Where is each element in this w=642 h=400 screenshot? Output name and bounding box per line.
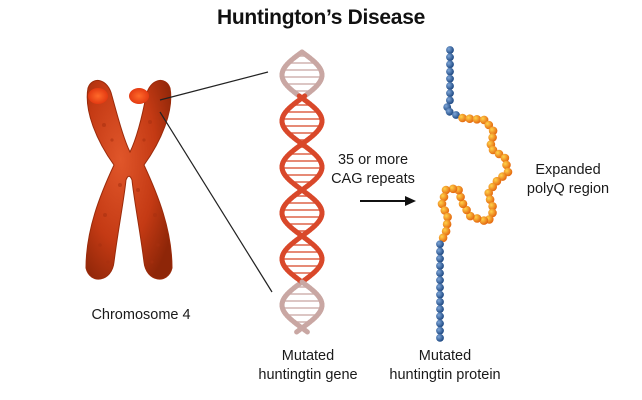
protein-bead [436, 283, 444, 292]
polyq-bead [502, 160, 511, 170]
polyq-bead [472, 115, 482, 124]
dna-strand-a [302, 327, 310, 335]
polyq-bead [485, 195, 495, 204]
chromosome-tip-left [88, 88, 108, 104]
protein-bead [436, 298, 444, 306]
diagram-title: Huntington’s Disease [217, 6, 425, 29]
protein-bead [436, 290, 444, 299]
protein-bead [436, 326, 444, 335]
polyq-bead [500, 153, 510, 163]
chromosome-texture [98, 120, 160, 264]
dna-double-helix [279, 49, 325, 335]
polyq-bead [488, 202, 497, 211]
polyq-bead [443, 212, 452, 222]
zoom-line-bottom [159, 111, 273, 293]
polyq-bead [438, 233, 448, 243]
protein-bead [436, 305, 444, 313]
polyq-bead [441, 227, 451, 236]
protein-bead [446, 53, 454, 62]
polyq-bead [440, 206, 450, 215]
polyq-bead [458, 199, 468, 209]
polyq-bead [484, 188, 494, 198]
polyq-bead [439, 192, 449, 202]
protein-bead [446, 96, 454, 105]
protein-bead [446, 46, 454, 54]
polyq-bead [442, 219, 452, 229]
gene-label-line2: huntingtin gene [258, 367, 358, 383]
protein-bead [436, 247, 444, 256]
protein-bead [446, 89, 454, 98]
protein-label-line1: Mutated [418, 348, 472, 364]
protein-chain [436, 46, 513, 342]
polyq-bead [472, 214, 482, 223]
repeats-label-line1: 35 or more [337, 152, 409, 168]
protein-bead [446, 74, 454, 83]
repeats-label-line2: CAG repeats [331, 171, 415, 187]
polyq-bead [488, 208, 497, 218]
zoom-line-top [159, 71, 269, 101]
gene-label-line1: Mutated [281, 348, 335, 364]
protein-label-line2: huntingtin protein [389, 367, 501, 383]
protein-bead [452, 111, 460, 119]
protein-bead [446, 67, 454, 76]
protein-bead [436, 334, 444, 342]
chromosome-arm-left [85, 80, 173, 280]
protein-bead [446, 82, 454, 90]
transform-arrow [360, 196, 416, 206]
polyq-label-line1: Expanded [535, 162, 601, 178]
polyq-bead [448, 184, 458, 194]
polyq-bead [437, 199, 447, 209]
protein-bead [446, 60, 454, 69]
polyq-bead [458, 113, 467, 123]
protein-bead [436, 319, 444, 328]
polyq-bead [456, 192, 465, 202]
polyq-bead [479, 216, 489, 225]
polyq-label-line2: polyQ region [526, 181, 610, 197]
chromosome-tip-right [129, 88, 149, 104]
protein-bead [436, 240, 444, 249]
protein-bead [436, 262, 444, 270]
protein-bead [436, 312, 444, 321]
protein-bead [436, 254, 444, 263]
polyq-bead [488, 133, 497, 142]
protein-bead [436, 269, 444, 277]
chromosome-4 [85, 80, 173, 280]
polyq-bead [462, 205, 471, 215]
protein-bead [445, 107, 454, 116]
dna-strand-b [294, 327, 302, 335]
polyq-bead [465, 114, 475, 123]
polyq-bead [441, 185, 451, 195]
protein-bead [436, 276, 444, 285]
chromosome-label: Chromosome 4 [91, 307, 191, 323]
polyq-bead [488, 126, 498, 136]
